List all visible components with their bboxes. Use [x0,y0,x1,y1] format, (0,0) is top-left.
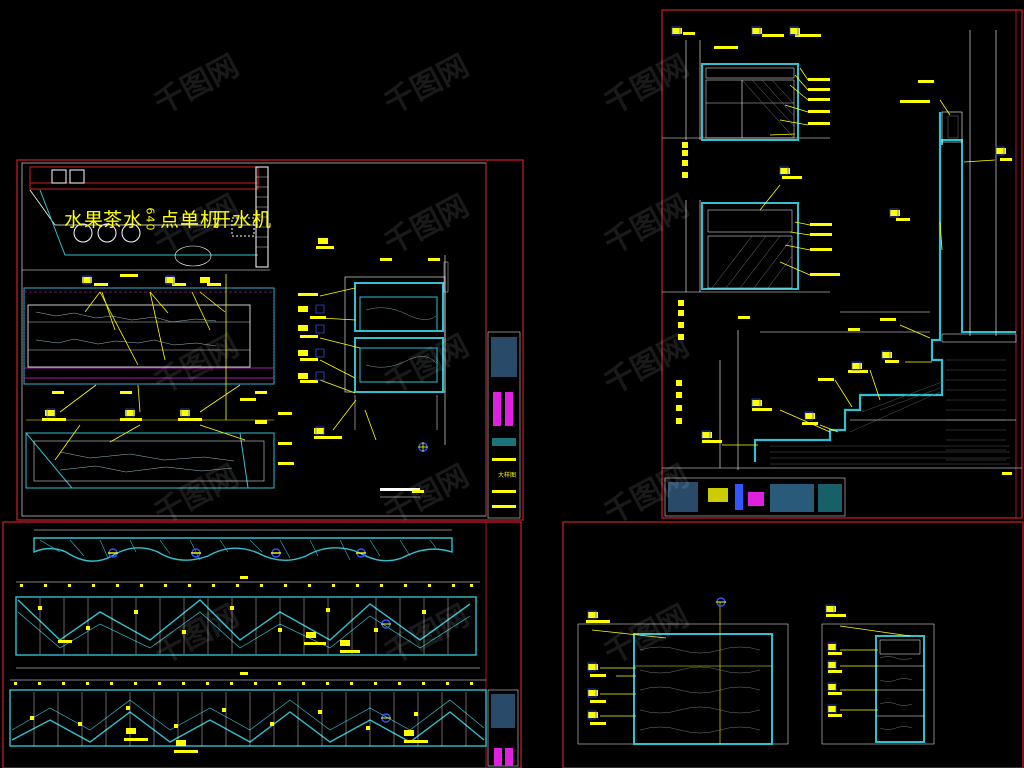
leader-lines-top-right [722,67,996,446]
title-block-top-left [487,331,521,519]
leader-lines-top-left [54,274,377,461]
annotation-tags-top-right [672,28,1012,475]
detail-1 [685,40,799,141]
zone-label-pos: 点单机 [160,209,221,231]
blue-tick-marks-right [671,26,1005,440]
dimension-ticks-bottom-left [14,576,473,753]
detail-2 [685,200,799,292]
annotation-tags-top-left [42,238,440,493]
counter-plan [22,166,270,271]
sheet-frames [2,9,1024,768]
sheet-top-left [21,162,521,519]
title-block-label: 大样图 [498,472,517,479]
sheet-frame-top-right [661,9,1023,519]
cabinet-section [344,255,449,498]
title-block-bottom-left [487,689,519,767]
sheet-frame-bottom-left [2,521,522,768]
title-block-top-right [664,477,846,517]
sheet-frame-bottom-right [562,521,1024,768]
counter-section [25,419,275,489]
sheet-top-right [662,10,1022,518]
sheet-bottom-right [577,597,935,745]
step-section [719,30,1017,470]
zone-label-fruit: 水果 [64,209,105,231]
sheet-frame-top-left [16,159,524,521]
axis-markers-wave [108,548,366,558]
blue-tick-marks [46,275,325,436]
wave-elevation-1 [15,581,480,669]
counter-elevation [23,287,275,385]
zone-label-water: 开水机 [212,209,273,231]
sheet-bottom-left [9,522,519,768]
wave-plan [33,529,453,562]
zone-label-tea: 茶水 [103,209,144,231]
